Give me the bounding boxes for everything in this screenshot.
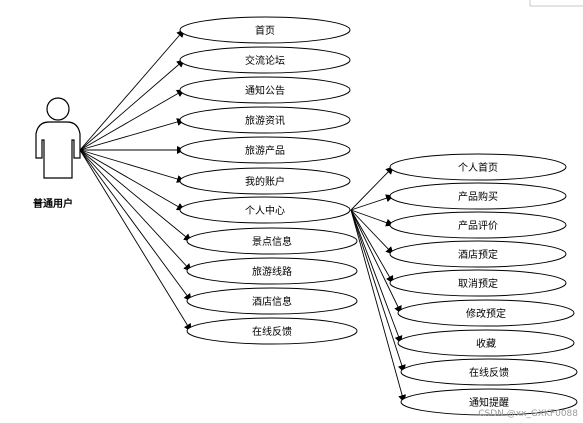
actor-association-line <box>79 149 192 242</box>
use-case-ellipse <box>179 76 351 104</box>
actor-association-line <box>79 149 192 272</box>
actor-association-line <box>79 29 185 151</box>
use-case-ellipse <box>179 167 351 195</box>
actor-association-line <box>79 149 192 302</box>
use-case-label: 旅游线路 <box>252 265 292 278</box>
sub-use-case-label: 产品评价 <box>458 219 498 232</box>
use-case-ellipse <box>186 257 358 285</box>
sub-use-case-oval[interactable]: 个人首页 <box>389 153 567 181</box>
sub-association-line <box>350 209 394 284</box>
use-case-ellipse <box>179 46 351 74</box>
sub-association-line <box>350 209 406 403</box>
sub-use-case-label: 收藏 <box>476 337 496 350</box>
sub-association-line <box>350 209 394 227</box>
use-case-ellipse <box>186 287 358 315</box>
sub-use-case-oval[interactable]: 通知提醒 <box>400 388 578 416</box>
use-case-oval[interactable]: 酒店信息 <box>186 287 358 315</box>
sub-use-case-label: 通知提醒 <box>469 396 509 409</box>
sub-use-case-ellipse <box>389 240 567 268</box>
use-case-label: 首页 <box>255 24 275 37</box>
use-case-oval[interactable]: 通知公告 <box>179 76 351 104</box>
sub-use-case-label: 产品购买 <box>458 190 498 203</box>
sub-use-case-ellipse <box>397 299 575 327</box>
sub-association-line <box>350 166 394 211</box>
sub-use-case-ellipse <box>400 388 578 416</box>
sub-use-case-label: 在线反馈 <box>469 366 509 379</box>
actor-association-line <box>79 149 185 211</box>
sub-use-case-ellipse <box>389 153 567 181</box>
use-case-ellipse <box>179 136 351 164</box>
use-case-ellipse <box>186 227 358 255</box>
sub-use-case-oval[interactable]: 修改预定 <box>397 299 575 327</box>
use-case-label: 个人中心 <box>245 204 285 217</box>
watermark-text: CSDN @xx_GXKF0088 <box>478 409 578 419</box>
use-case-label: 景点信息 <box>252 235 292 248</box>
main-use-cases: 首页交流论坛通知公告旅游资讯旅游产品我的账户个人中心景点信息旅游线路酒店信息在线… <box>179 16 358 345</box>
frame-corner <box>529 0 583 7</box>
use-case-label: 通知公告 <box>245 84 285 97</box>
use-case-ellipse <box>179 16 351 44</box>
use-case-oval[interactable]: 个人中心 <box>179 196 351 224</box>
sub-use-case-ellipse <box>389 269 567 297</box>
sub-use-case-oval[interactable]: 酒店预定 <box>389 240 567 268</box>
actor-head <box>46 97 70 121</box>
actor-association-line <box>79 59 185 151</box>
sub-use-case-oval[interactable]: 产品购买 <box>389 182 567 210</box>
sub-use-case-ellipse <box>400 358 578 386</box>
sub-use-case-ellipse <box>389 211 567 239</box>
sub-use-case-label: 取消预定 <box>458 277 498 290</box>
use-case-label: 在线反馈 <box>252 325 292 338</box>
use-case-oval[interactable]: 交流论坛 <box>179 46 351 74</box>
use-case-label: 旅游产品 <box>245 144 285 157</box>
sub-use-case-oval[interactable]: 取消预定 <box>389 269 567 297</box>
use-case-oval[interactable]: 景点信息 <box>186 227 358 255</box>
sub-use-case-label: 酒店预定 <box>458 248 498 261</box>
use-case-ellipse <box>186 317 358 345</box>
sub-association-line <box>350 209 402 314</box>
actor-body <box>35 121 81 179</box>
sub-use-case-oval[interactable]: 收藏 <box>397 329 575 357</box>
actor-association-line <box>79 118 185 151</box>
actor-label: 普通用户 <box>33 197 73 210</box>
sub-association-line <box>350 209 403 344</box>
sub-use-case-oval[interactable]: 产品评价 <box>389 211 567 239</box>
association-lines <box>79 29 406 403</box>
actor-figure: 普通用户 <box>33 97 81 210</box>
use-case-label: 酒店信息 <box>252 295 292 308</box>
use-case-ellipse <box>179 106 351 134</box>
use-case-ellipse <box>179 196 351 224</box>
sub-association-line <box>350 209 394 255</box>
use-case-label: 我的账户 <box>245 175 285 188</box>
sub-use-case-oval[interactable]: 在线反馈 <box>400 358 578 386</box>
sub-association-line <box>350 194 394 211</box>
actor-association-line <box>79 89 185 151</box>
use-case-oval[interactable]: 旅游线路 <box>186 257 358 285</box>
sub-use-case-ellipse <box>389 182 567 210</box>
sub-association-line <box>350 209 406 373</box>
sub-use-case-ellipse <box>397 329 575 357</box>
actor-association-line <box>79 149 192 332</box>
use-case-oval[interactable]: 首页 <box>179 16 351 44</box>
use-case-oval[interactable]: 我的账户 <box>179 167 351 195</box>
use-case-label: 旅游资讯 <box>245 114 285 127</box>
use-case-oval[interactable]: 旅游产品 <box>179 136 351 164</box>
use-case-oval[interactable]: 旅游资讯 <box>179 106 351 134</box>
use-case-label: 交流论坛 <box>245 54 285 67</box>
actor-association-line <box>79 149 185 183</box>
sub-use-case-label: 修改预定 <box>466 307 506 320</box>
use-case-oval[interactable]: 在线反馈 <box>186 317 358 345</box>
sub-use-case-label: 个人首页 <box>458 161 498 174</box>
